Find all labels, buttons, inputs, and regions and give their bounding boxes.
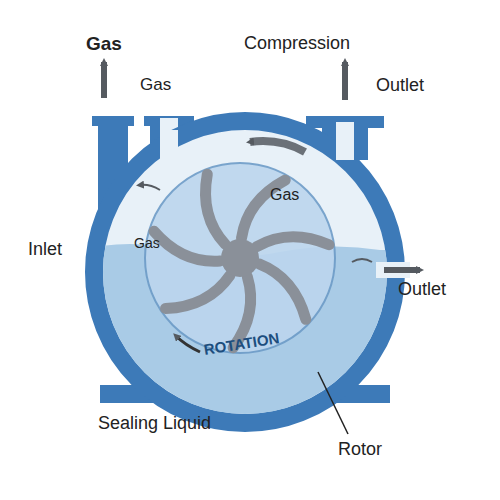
inlet-flange	[92, 116, 134, 126]
flow-label: Gas	[140, 76, 171, 95]
rotation-arrow	[250, 141, 305, 152]
rotor-hub	[221, 239, 259, 277]
leader-line	[318, 372, 348, 434]
rotor-blade	[259, 264, 306, 319]
gas-port-channel	[160, 118, 178, 163]
rotor-blade	[154, 231, 220, 261]
flow-label: Gas	[86, 34, 122, 55]
rotor-blade	[205, 174, 225, 244]
flow-arrow	[352, 259, 372, 262]
outlet-arrow	[384, 267, 420, 273]
stage-label: Compression	[244, 34, 350, 54]
flow-label: Gas	[270, 186, 299, 204]
rotation-arrow	[176, 336, 200, 352]
flow-label: Gas	[134, 236, 160, 251]
outlet-arrow	[342, 62, 348, 100]
flow-arrow	[140, 185, 160, 190]
port-opening	[160, 130, 178, 160]
outlet-channel	[336, 122, 354, 166]
port-label: Inlet	[28, 240, 62, 260]
rotor-disc	[145, 163, 335, 353]
rotor-blade	[257, 237, 329, 247]
gas-arrow	[101, 62, 107, 98]
rotor-blade	[166, 275, 230, 308]
port-label: Outlet	[376, 76, 424, 96]
part-label: Rotor	[338, 440, 382, 460]
rotor-blades	[154, 174, 329, 348]
port-opening	[336, 130, 354, 160]
part-label: Sealing Liquid	[98, 414, 211, 434]
port-label: Outlet	[398, 280, 446, 300]
